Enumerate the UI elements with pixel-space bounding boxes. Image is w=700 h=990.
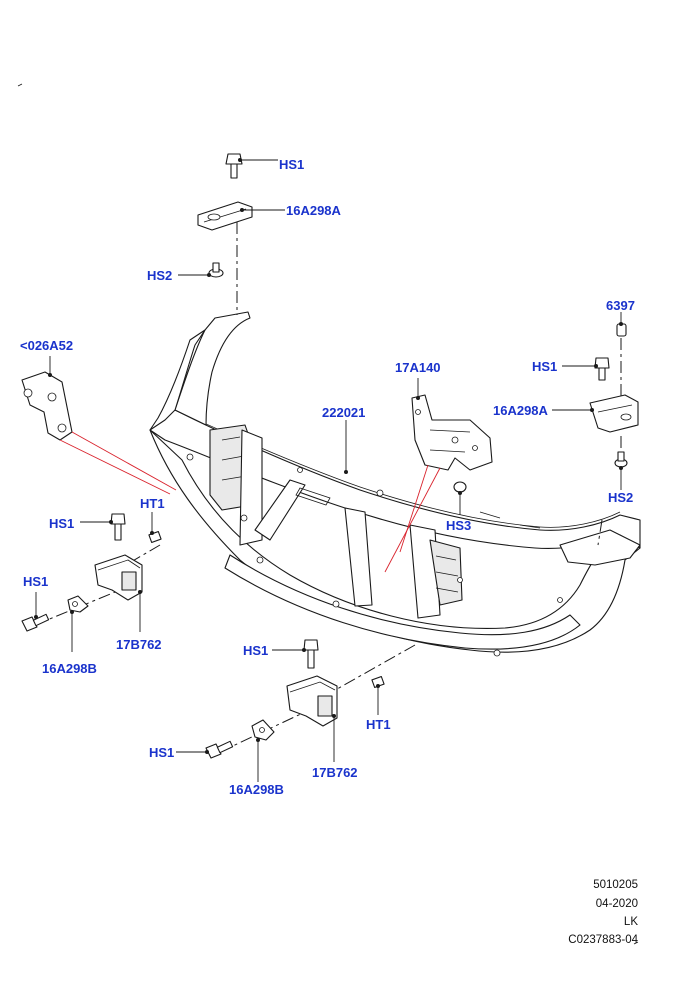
left-bracket-026a52 (21, 356, 177, 495)
bottom-lower-bolt-hs1 (176, 740, 234, 759)
bottom-bracket-16a298b (251, 719, 275, 782)
top-bolt-hs1 (225, 153, 278, 179)
callout-hs3: HS3 (446, 518, 472, 533)
callout-hs2-right: HS2 (608, 490, 634, 505)
right-bracket-16a298a (552, 394, 639, 433)
top-nut-hs2 (178, 262, 224, 278)
callout-17b762-left: 17B762 (116, 637, 162, 652)
left-upper-bolt-hs1 (80, 513, 126, 541)
callout-hs1-right: HS1 (532, 359, 558, 374)
left-lower-bolt-hs1 (21, 592, 50, 632)
radiator-support-frame (149, 311, 641, 657)
diagram-ref: C0237883-04 (568, 934, 638, 946)
callout-16a298a-right: 16A298A (493, 403, 548, 418)
callout-ht1-bottom: HT1 (366, 717, 391, 732)
left-bracket-16a298b (67, 595, 89, 652)
callout-6397: 6397 (606, 298, 635, 313)
callout-hs1-top: HS1 (279, 157, 305, 172)
callout-16a298a-top: 16A298A (286, 203, 341, 218)
center-bracket-17a140 (384, 378, 493, 573)
right-bolt-hs1 (562, 357, 610, 381)
callout-hs1-bottom-lower: HS1 (149, 745, 175, 760)
callout-026a52: <026A52 (20, 338, 74, 353)
upper-bracket-16a298a (197, 201, 285, 231)
diagram-lk: LK (623, 916, 638, 928)
callout-222021: 222021 (322, 405, 366, 420)
bottom-mount-17b762 (286, 675, 338, 762)
callout-17a140: 17A140 (395, 360, 441, 375)
callout-hs1-left-upper: HS1 (49, 516, 75, 531)
callout-hs2-top: HS2 (147, 268, 173, 283)
left-stud-ht1 (148, 512, 162, 544)
callout-17b762-bottom: 17B762 (312, 765, 358, 780)
callout-16a298b-left: 16A298B (42, 661, 97, 676)
bottom-stud-ht1 (371, 675, 385, 715)
diagram-code: 5010205 (593, 879, 638, 891)
callout-ht1-left: HT1 (140, 496, 165, 511)
right-nut-hs2 (614, 451, 628, 490)
right-stud-6397 (616, 312, 627, 337)
clip-hs3 (453, 481, 467, 515)
bottom-upper-bolt-hs1 (272, 639, 319, 669)
left-mount-17b762 (94, 554, 143, 632)
callout-hs1-left-lower: HS1 (23, 574, 49, 589)
callout-16a298b-bottom: 16A298B (229, 782, 284, 797)
callout-hs1-bottom-upper: HS1 (243, 643, 269, 658)
diagram-date: 04-2020 (595, 898, 638, 910)
